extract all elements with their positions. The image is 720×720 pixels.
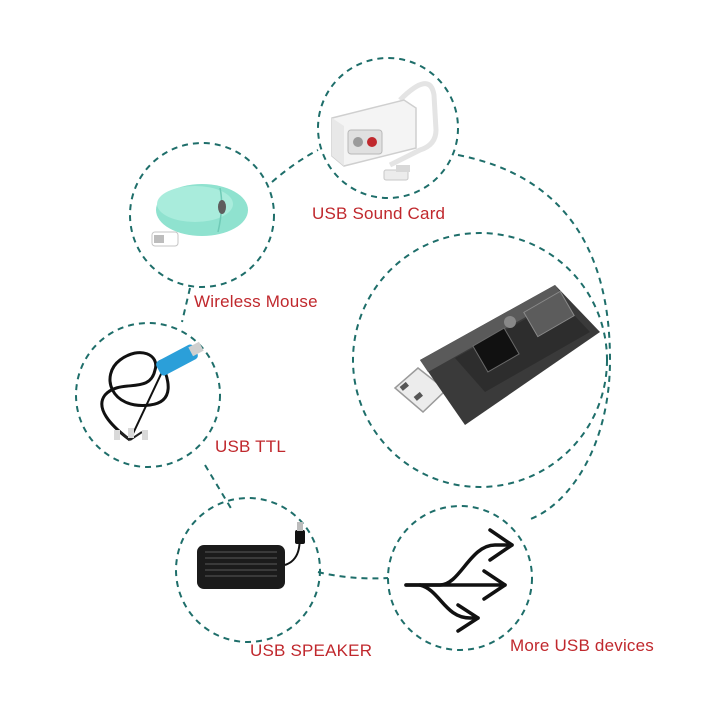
node-circles [75, 57, 608, 651]
branching-arrows-icon [404, 528, 514, 633]
usb-speaker-icon [197, 522, 305, 589]
connector-mouse-ttl [181, 287, 191, 323]
label-ttl: USB TTL [215, 437, 286, 456]
connector-sound-more [457, 154, 612, 521]
connector-lines [181, 149, 612, 580]
label-sound-card: USB Sound Card [312, 204, 446, 223]
circle-center [352, 232, 608, 488]
usb-isolator-dongle [393, 285, 600, 425]
circle-ttl [75, 322, 221, 468]
circle-mouse [129, 142, 275, 288]
label-speaker: USB SPEAKER [250, 641, 373, 660]
label-more-devices: More USB devices [510, 636, 654, 655]
circle-more [387, 505, 533, 651]
connector-mouse-sound [271, 149, 319, 183]
usb-sound-card-icon [331, 81, 439, 181]
circle-speaker [175, 497, 321, 643]
wireless-mouse-icon [151, 184, 248, 247]
usb-ttl-cable-icon [100, 341, 204, 442]
label-mouse: Wireless Mouse [194, 292, 318, 311]
connector-ttl-speaker [204, 464, 233, 511]
connector-speaker-more [317, 571, 389, 580]
